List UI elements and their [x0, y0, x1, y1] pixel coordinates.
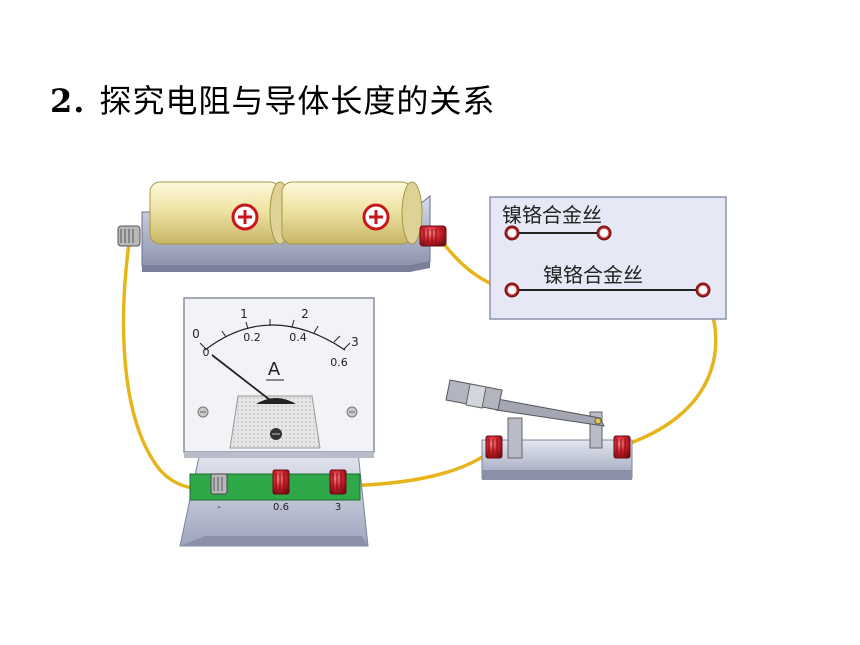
page-title: 2. 探究电阻与导体长度的关系	[50, 76, 495, 122]
ammeter-needle	[211, 354, 271, 401]
mount-screw	[346, 406, 358, 418]
plus-icon	[231, 203, 259, 231]
switch-handle-icon[interactable]	[445, 379, 503, 411]
battery-positive-terminal[interactable]	[419, 225, 447, 247]
battery-negative-terminal[interactable]	[117, 225, 141, 247]
terminal-label-negative: -	[217, 502, 221, 513]
wire-clip[interactable]	[695, 282, 711, 298]
terminal-label-3: 3	[335, 502, 341, 513]
scale-bottom-label: 0.2	[243, 331, 261, 344]
mount-screw	[197, 406, 209, 418]
scale-top-label: 2	[301, 307, 309, 321]
scale-bottom-label: 0.6	[330, 356, 348, 369]
wire-short-label: 镍铬合金丝	[502, 203, 602, 227]
scale-bottom-label: 0	[203, 346, 210, 359]
scale-top-label: 3	[351, 335, 359, 349]
switch-left-terminal[interactable]	[485, 435, 503, 459]
knife-switch[interactable]	[445, 379, 633, 480]
ammeter-negative-terminal[interactable]	[210, 473, 228, 495]
switch-right-terminal[interactable]	[613, 435, 631, 459]
nichrome-board: 镍铬合金丝 镍铬合金丝	[489, 196, 727, 320]
scale-bottom-label: 0.4	[289, 331, 307, 344]
terminal-label-0-6: 0.6	[273, 502, 289, 513]
ammeter-scale-arc	[204, 324, 346, 351]
ammeter: - 0.6 3 0 1 2 3 0 0.2 0.4 0.6 A	[179, 297, 375, 547]
heading-text: 探究电阻与导体长度的关系	[99, 82, 496, 120]
wire-clip[interactable]	[504, 225, 520, 241]
heading-number: 2.	[50, 82, 86, 120]
ammeter-window	[229, 395, 321, 449]
scale-top-label: 1	[240, 307, 248, 321]
battery-cell-2	[281, 181, 413, 245]
ammeter-3-terminal[interactable]	[329, 469, 347, 495]
zero-adjust-screw[interactable]	[270, 428, 282, 440]
ammeter-0-6-terminal[interactable]	[272, 469, 290, 495]
wire-clip[interactable]	[504, 282, 520, 298]
battery-cell-1	[149, 181, 281, 245]
battery	[117, 181, 447, 272]
wire-clip[interactable]	[596, 225, 612, 241]
scale-top-label: 0	[192, 327, 200, 341]
plus-icon	[362, 203, 390, 231]
unit-label: A	[268, 359, 281, 380]
wire-long-label: 镍铬合金丝	[543, 263, 643, 287]
